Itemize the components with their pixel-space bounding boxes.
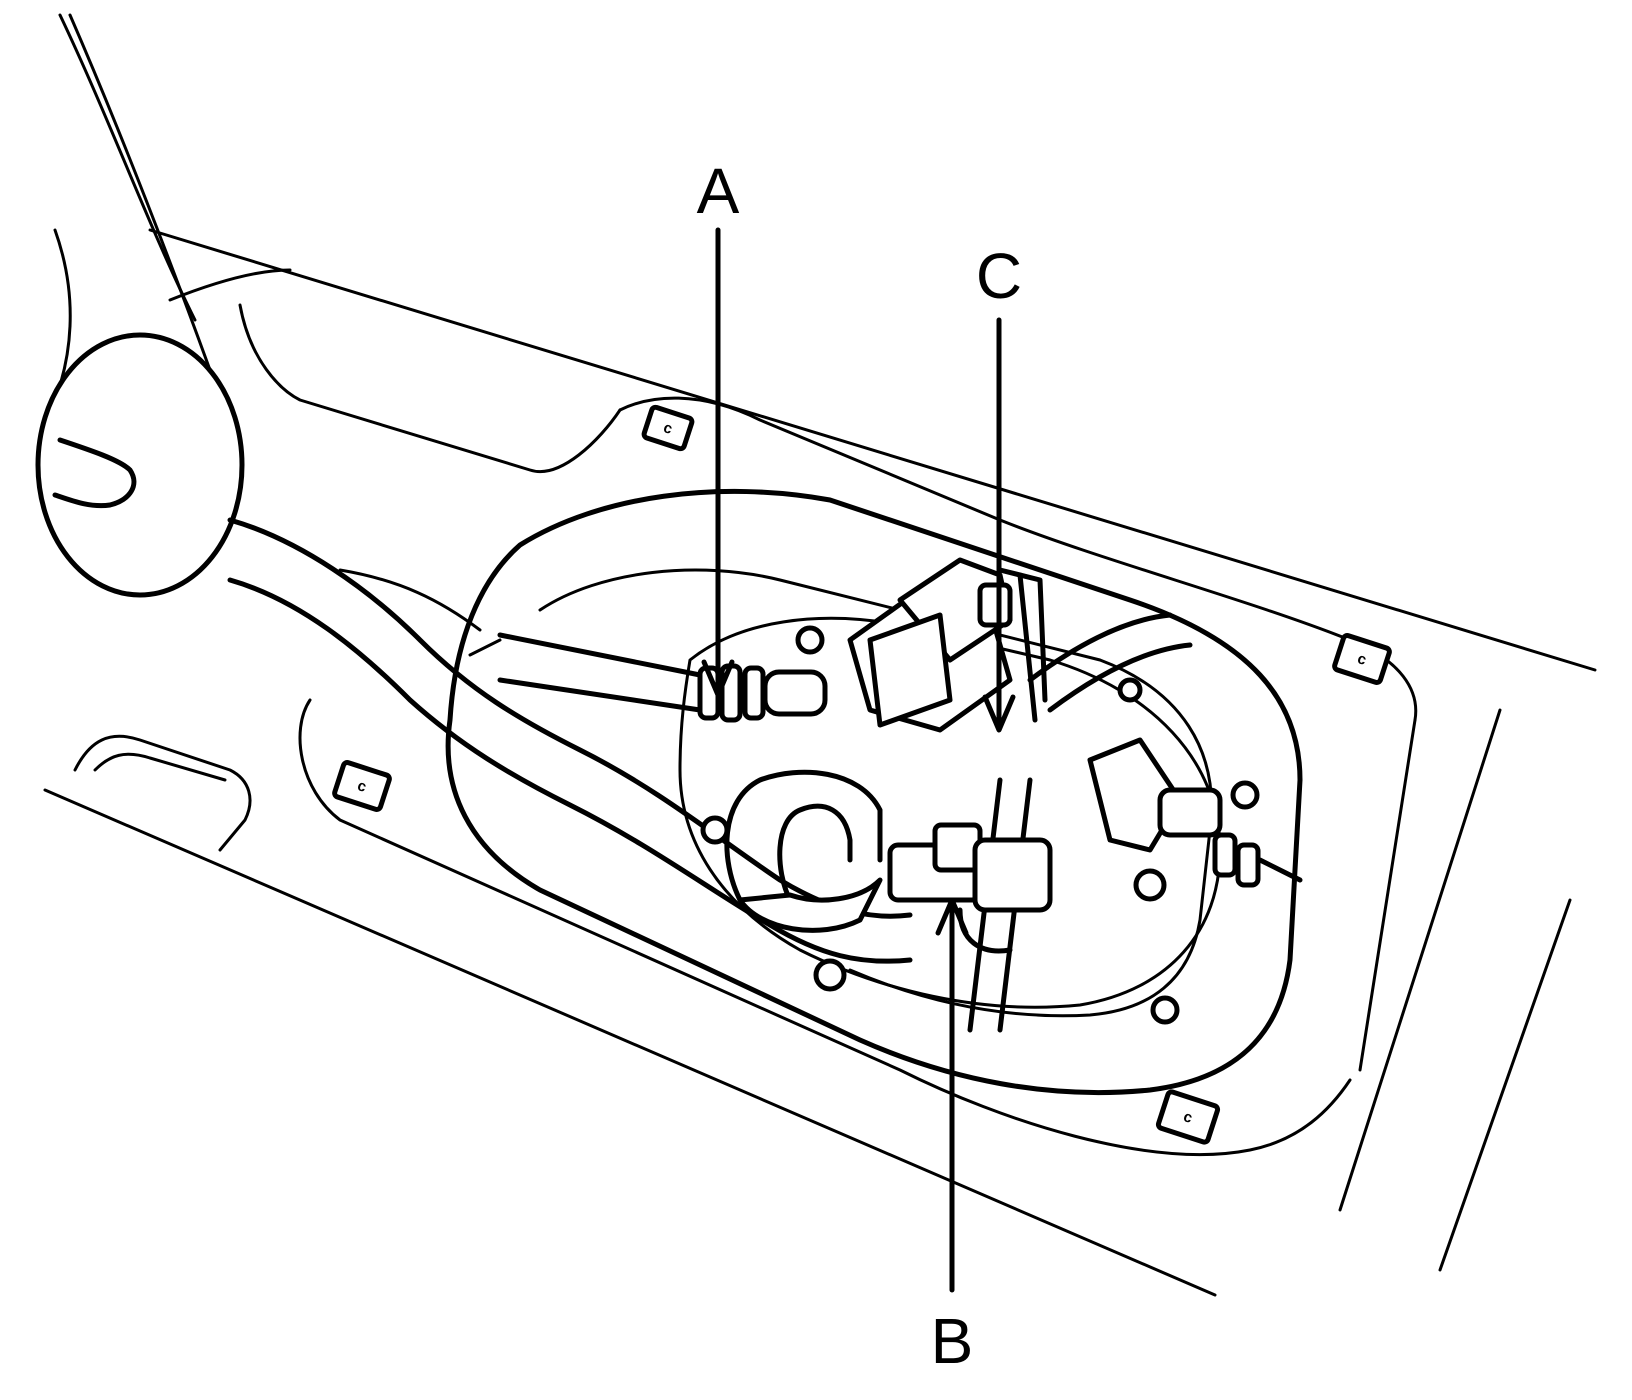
grommet [35,332,245,598]
bolt-7 [1117,677,1143,703]
callout-c-label: C [976,240,1022,312]
mounting-pad: c [1155,1089,1221,1145]
right-quick-connector [1087,737,1303,888]
leader-a-arrowhead [701,659,735,698]
mounting-pad: c [332,760,392,812]
connector-b [887,822,1053,954]
bolt-5 [700,815,730,845]
bolt-4 [813,958,847,992]
fuel-line-a [497,632,828,723]
vent-hose [227,517,913,964]
bolt-2 [1230,780,1260,810]
bolt-1 [795,625,825,655]
leader-b-arrowhead [935,897,969,936]
leader-c-arrowhead [982,694,1016,733]
mounting-pad: c [641,404,695,452]
connector-assembly [847,557,1048,733]
bolt-6 [1133,868,1167,902]
u-bend-hose [724,769,883,933]
bolt-3 [1150,995,1180,1025]
mounting-pads: c c c c [332,404,1392,1145]
bolt-group [700,625,1260,1025]
callout-leaders [701,227,1016,1293]
mounting-pad: c [1332,633,1392,685]
callout-b-label: B [931,1305,974,1377]
callout-a-label: A [697,155,740,227]
